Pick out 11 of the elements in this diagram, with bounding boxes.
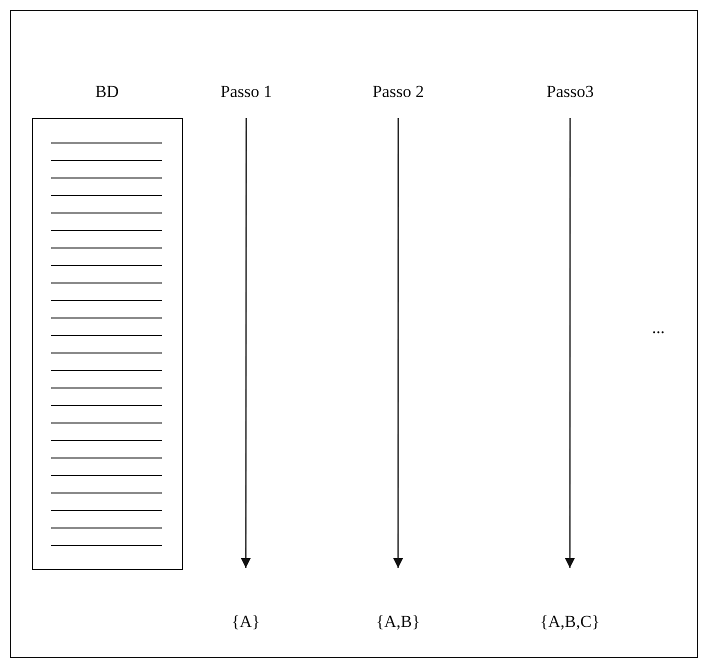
itemset-label: {A,B,C} [540,612,600,632]
arrow [240,118,251,568]
arrow [393,118,404,568]
ellipsis-text: ... [652,318,665,338]
arrow [564,118,575,568]
table-heading: BD [95,82,119,102]
itemset-label: {A} [232,612,260,632]
step-label: Passo 1 [220,82,272,102]
itemset-label: {A,B} [376,612,420,632]
step-label: Passo 2 [372,82,424,102]
step-label: Passo3 [546,82,594,102]
